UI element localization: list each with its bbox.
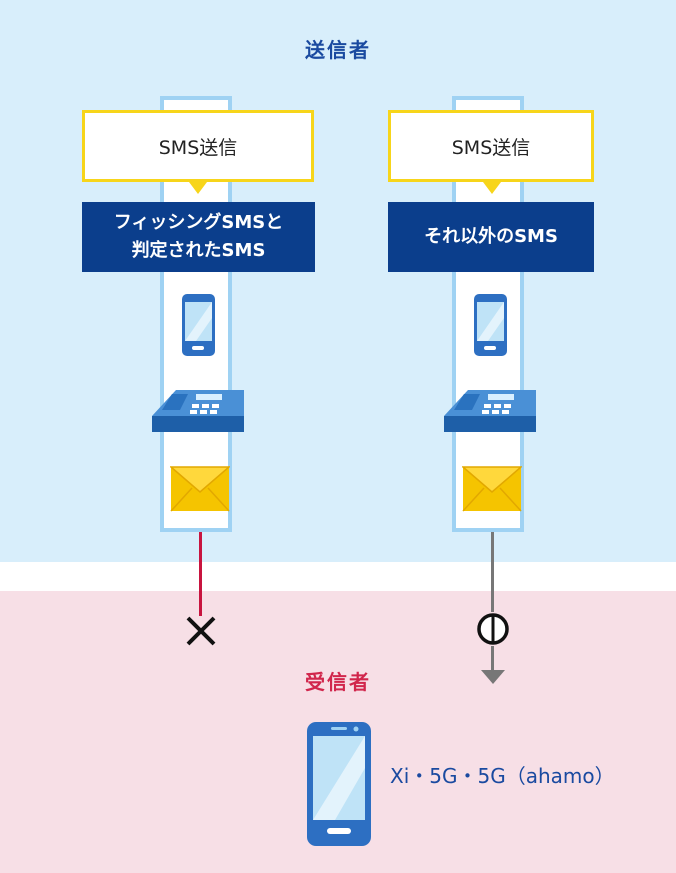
sms-type-label: それ以外のSMS	[424, 226, 558, 247]
receiver-title: 受信者	[305, 670, 371, 694]
sender-title: 送信者	[305, 38, 371, 62]
smartphone-icon	[182, 294, 215, 356]
delivered-line-lower	[491, 646, 494, 670]
sms-type-box-phishing: フィッシングSMSと 判定されたSMS	[82, 202, 315, 272]
blocked-line	[199, 532, 202, 616]
landline-phone-icon	[152, 390, 244, 432]
sender-area	[0, 0, 676, 562]
envelope-icon	[462, 466, 522, 512]
blocked-x-icon	[186, 616, 216, 646]
sms-send-box-other: SMS送信	[388, 110, 594, 182]
sms-send-pointer	[189, 182, 207, 194]
sms-send-label: SMS送信	[451, 136, 531, 159]
smartphone-icon	[307, 722, 371, 846]
envelope-icon	[170, 466, 230, 512]
smartphone-icon	[474, 294, 507, 356]
delivered-line	[491, 532, 494, 612]
sms-type-label: フィッシングSMSと 判定されたSMS	[113, 212, 284, 261]
delivered-circle-icon	[477, 613, 509, 645]
sms-type-box-other: それ以外のSMS	[388, 202, 594, 272]
receiver-device-label: Xi・5G・5G（ahamo）	[390, 764, 615, 788]
sms-send-label: SMS送信	[158, 136, 238, 159]
sms-send-pointer	[483, 182, 501, 194]
sms-send-box-phishing: SMS送信	[82, 110, 314, 182]
landline-phone-icon	[444, 390, 536, 432]
arrow-down-icon	[481, 670, 505, 684]
